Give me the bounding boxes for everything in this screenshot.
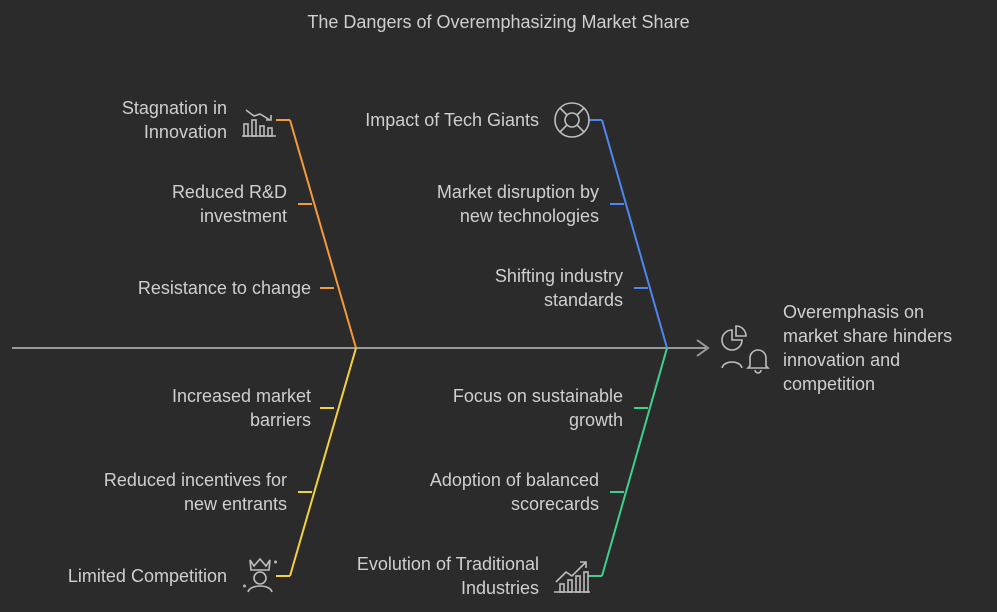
cause-reduced-rd: Reduced R&D investment: [171, 182, 287, 226]
category-label-top-right: Impact of Tech Giants: [365, 110, 539, 130]
bone-top-right: [588, 119, 668, 349]
bone-bottom-right: [588, 347, 668, 577]
category-label-bottom-right: Evolution of Traditional Industries: [356, 554, 539, 598]
diagram-title: The Dangers of Overemphasizing Market Sh…: [307, 12, 690, 32]
bone-top-left: [276, 119, 357, 349]
cause-shifting-standards: Shifting industry standards: [494, 266, 623, 310]
pie-chart-bell-icon: [721, 325, 770, 374]
head-label: Overemphasis on market share hinders inn…: [783, 302, 953, 394]
category-label-top-left: Stagnation in Innovation: [121, 98, 227, 142]
cause-market-disruption: Market disruption by new technologies: [436, 182, 599, 226]
spine-arrowhead: [696, 339, 710, 357]
rising-chart-icon: [554, 561, 590, 593]
declining-bar-chart-icon: [242, 109, 276, 137]
cause-balanced-scorecards: Adoption of balanced scorecards: [429, 470, 599, 514]
cause-increased-barriers: Increased market barriers: [171, 386, 311, 430]
category-label-bottom-left: Limited Competition: [67, 566, 227, 586]
crown-person-icon: [243, 557, 277, 593]
bone-bottom-left: [276, 347, 357, 577]
cause-sustainable-growth: Focus on sustainable growth: [452, 386, 623, 430]
cause-reduced-incentives: Reduced incentives for new entrants: [103, 470, 287, 514]
cause-resistance-change: Resistance to change: [137, 278, 311, 298]
lifebuoy-icon: [554, 102, 590, 138]
